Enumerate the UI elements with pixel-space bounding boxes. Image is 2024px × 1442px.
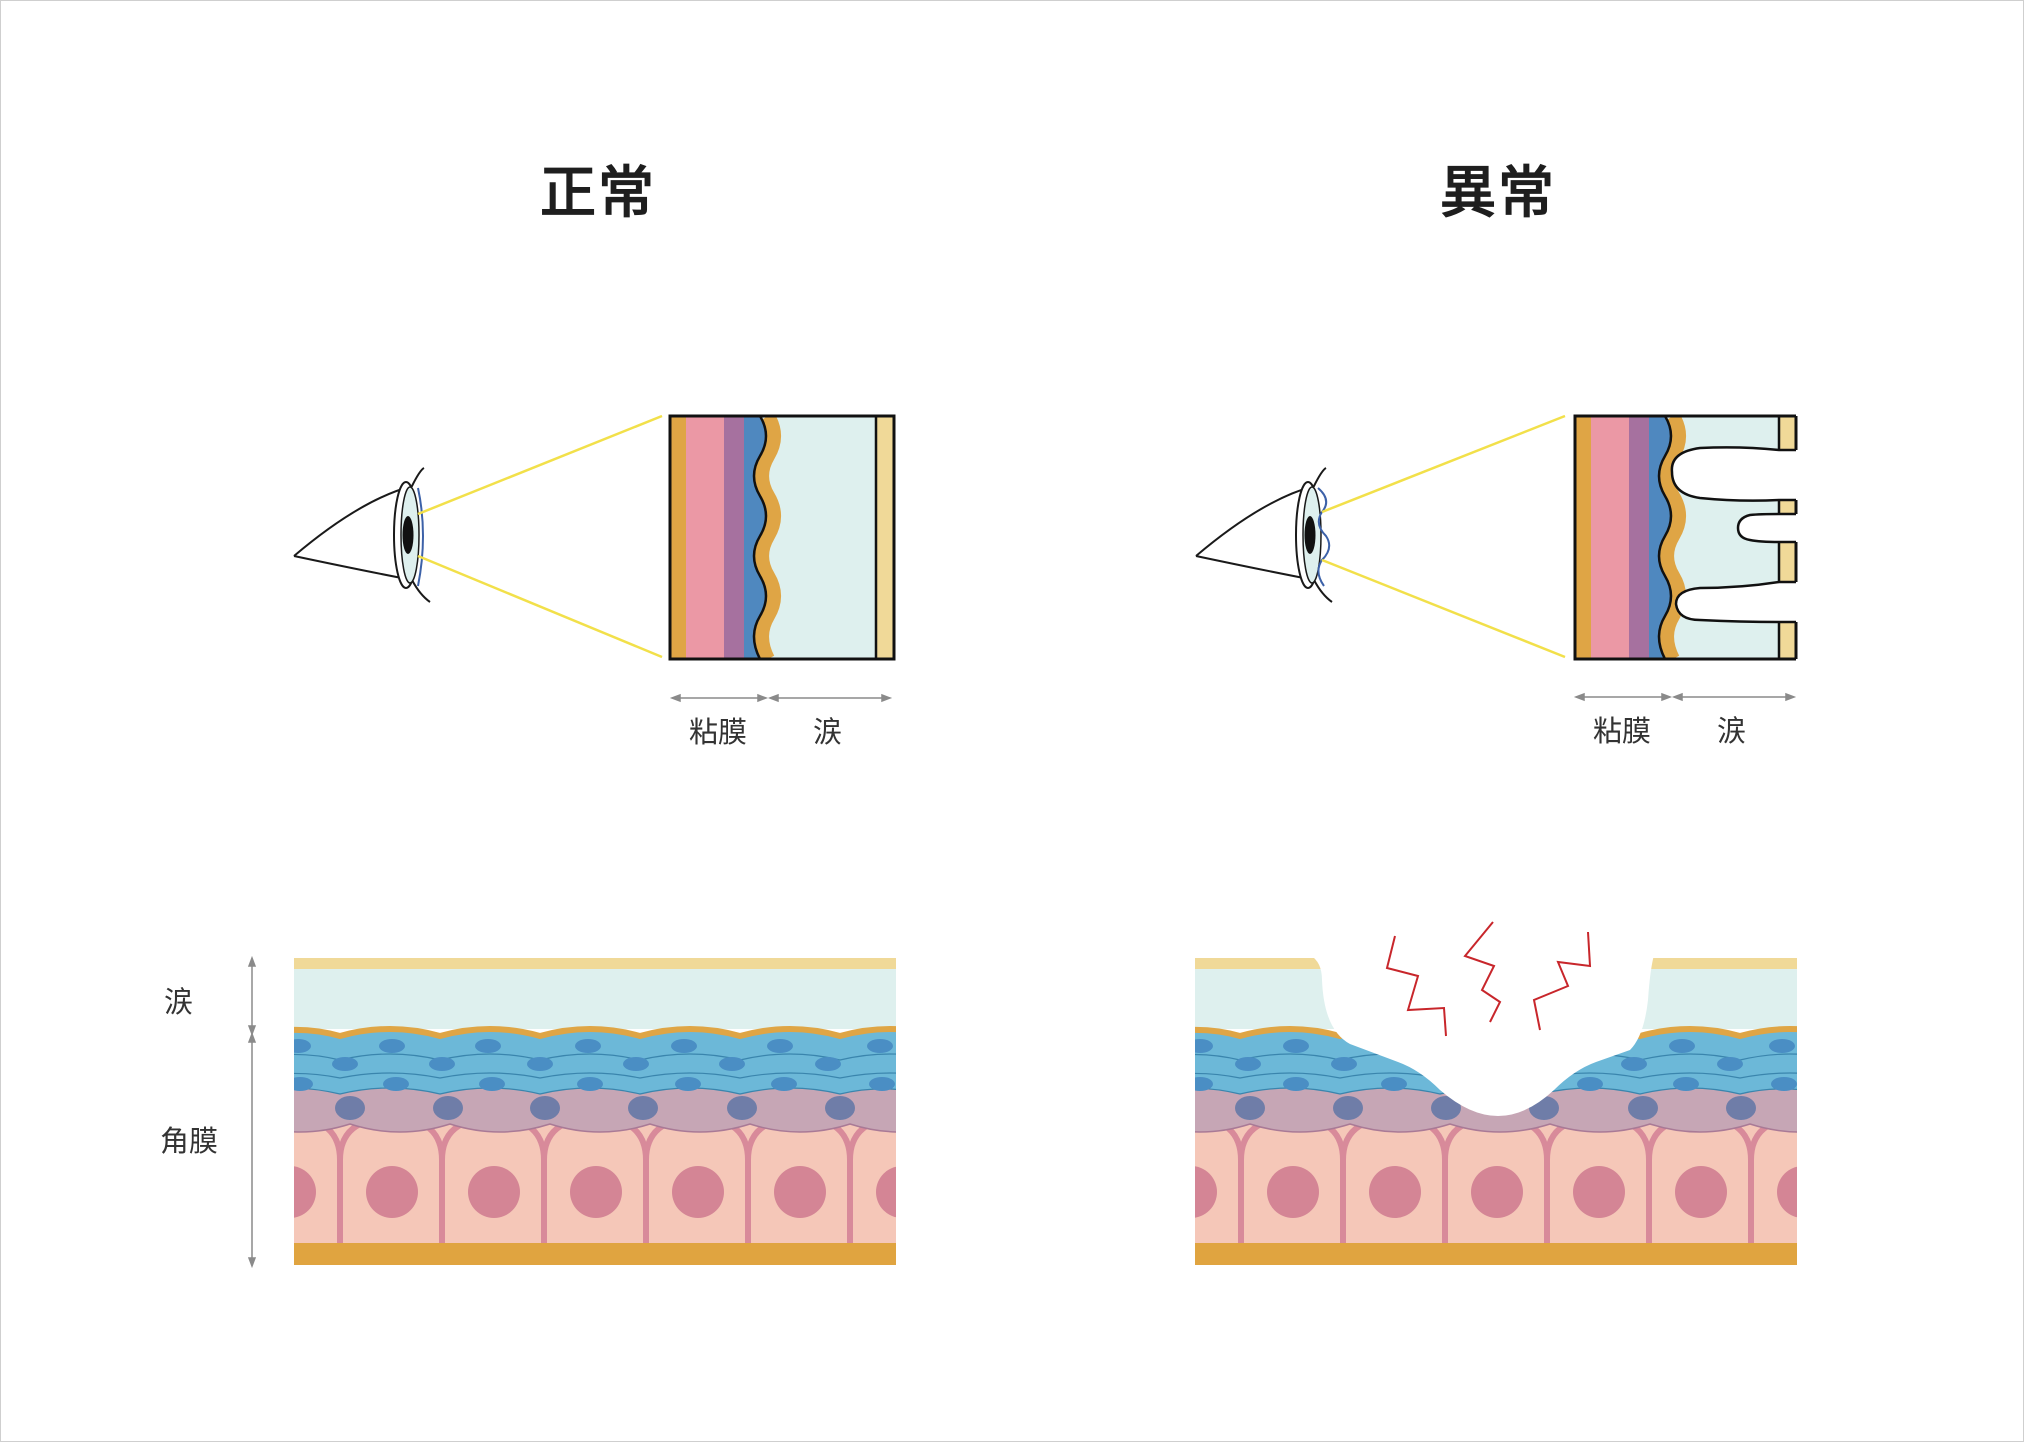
- normal-zoom-border: [668, 414, 896, 661]
- normal-tear-label: 涙: [813, 715, 843, 749]
- abnormal-scale-arrows: [1573, 692, 1797, 702]
- normal-mucosa-label: 粘膜: [689, 715, 748, 749]
- abnormal-magnifier-lines: [1321, 414, 1566, 659]
- abnormal-zoom-box: [1575, 416, 1799, 659]
- abnormal-tissue: [1195, 955, 1797, 1265]
- side-cornea-label: 角膜: [160, 1124, 219, 1158]
- title-abnormal: 異常: [1440, 161, 1556, 226]
- abnormal-tear-label: 涙: [1717, 714, 1747, 748]
- damage-zigzags: [1385, 921, 1592, 1037]
- abnormal-mucosa-label: 粘膜: [1593, 714, 1652, 748]
- normal-scale-arrows: [669, 693, 893, 703]
- side-tear-label: 涙: [164, 985, 194, 1019]
- title-normal: 正常: [540, 161, 656, 226]
- normal-tissue: [294, 958, 896, 1265]
- normal-magnifier-lines: [417, 414, 663, 659]
- abnormal-eye: [1195, 467, 1333, 603]
- normal-eye: [293, 467, 431, 603]
- side-scale-arrows: [247, 955, 257, 1269]
- normal-zoom-box: [670, 416, 894, 659]
